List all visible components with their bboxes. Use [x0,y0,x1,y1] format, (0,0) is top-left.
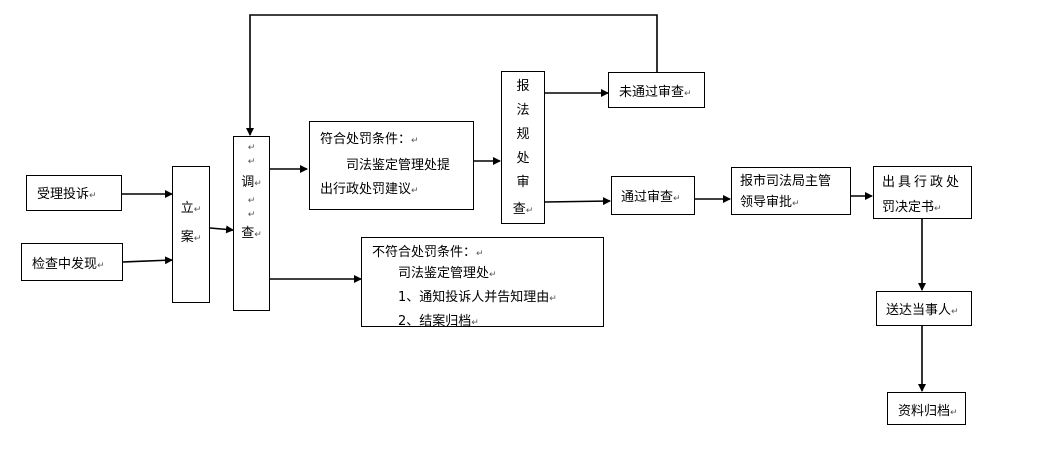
return-mark: ↵ [950,408,958,418]
node-filing-char-1: 立 [180,201,194,216]
return-mark: ↵ [673,194,681,204]
node-inspection: 检查中发现↵ [21,243,123,281]
return-mark: ↵ [792,199,800,209]
node-penalty-no-line2: 1、通知投诉人并告知理由 [398,290,550,305]
node-inspection-label: 检查中发现 [32,257,98,272]
node-review-passed: 通过审查↵ [611,176,695,215]
node-penalty-no-line1: 司法鉴定管理处 [398,266,490,281]
node-complaint-label: 受理投诉 [37,187,90,202]
return-mark: ↵ [471,318,479,328]
node-penalty-no-line3: 2、结案归档 [398,314,472,329]
node-penalty-no-title: 不符合处罚条件： [372,245,477,260]
return-mark: ↵ [254,179,262,189]
node-filing-char-2: 案 [180,230,194,245]
return-mark: ↵ [247,157,256,167]
node-legal-review-char-1: 报 [516,79,530,94]
node-decision: 出具行政处 罚决定书↵ [873,166,972,219]
node-deliver-label: 送达当事人 [886,303,952,318]
return-mark: ↵ [193,234,202,244]
return-mark: ↵ [193,205,202,215]
node-penalty-ok-line1: 司法鉴定管理处提 [346,158,451,173]
node-legal-review-char-3: 规 [516,127,530,142]
node-review-passed-label: 通过审查 [621,190,674,205]
node-legal-review-char-6: 查 [512,202,526,217]
node-leader-approval-line2: 领导审批 [740,195,793,210]
node-complaint: 受理投诉↵ [26,175,122,211]
node-legal-review-char-5: 审 [516,175,530,190]
node-deliver: 送达当事人↵ [876,291,972,326]
arrow-inspection-to-filing [122,256,173,265]
node-review-failed: 未通过审查↵ [608,72,705,108]
node-leader-approval-line1: 报市司法局主管 [740,174,832,189]
return-mark: ↵ [247,196,256,206]
arrow-failed-back-to-investigation [246,14,658,136]
return-mark: ↵ [247,143,256,153]
return-mark: ↵ [254,230,262,240]
node-penalty-ok: 符合处罚条件：↵ 司法鉴定管理处提 出行政处罚建议↵ [309,121,474,210]
node-investigation: ↵ ↵ 调↵ ↵ ↵ 查↵ [233,136,270,311]
return-mark: ↵ [97,261,105,271]
return-mark: ↵ [89,191,97,201]
return-mark: ↵ [247,210,256,220]
node-decision-line2: 罚决定书 [882,200,935,215]
node-decision-line1: 出具行政处 [882,175,963,190]
return-mark: ↵ [489,270,497,280]
node-penalty-no: 不符合处罚条件：↵ 司法鉴定管理处↵ 1、通知投诉人并告知理由↵ 2、结案归档↵ [361,237,604,329]
return-mark: ↵ [684,89,692,99]
return-mark: ↵ [411,136,419,146]
return-mark: ↵ [934,204,942,214]
node-legal-review-char-2: 法 [516,103,530,118]
node-penalty-ok-line2: 出行政处罚建议 [320,182,412,197]
return-mark: ↵ [476,249,484,259]
node-filing: 立↵ 案↵ [172,166,210,303]
return-mark: ↵ [549,294,557,304]
return-mark: ↵ [951,307,959,317]
arrow-filing-to-investigation [209,225,234,234]
node-legal-review: 报 法 规 处 审 查↵ [501,71,545,224]
return-mark: ↵ [525,206,534,216]
node-investigation-char-2: 查 [241,226,255,241]
node-leader-approval: 报市司法局主管 领导审批↵ [731,167,851,215]
node-archive-label: 资料归档 [898,404,951,419]
node-review-failed-label: 未通过审查 [619,85,685,100]
return-mark: ↵ [411,186,419,196]
arrow-legal-review-to-passed [544,197,611,206]
node-penalty-ok-title: 符合处罚条件： [320,132,412,147]
node-archive: 资料归档↵ [887,392,966,425]
node-investigation-char-1: 调 [241,175,255,190]
node-legal-review-char-4: 处 [516,151,530,166]
